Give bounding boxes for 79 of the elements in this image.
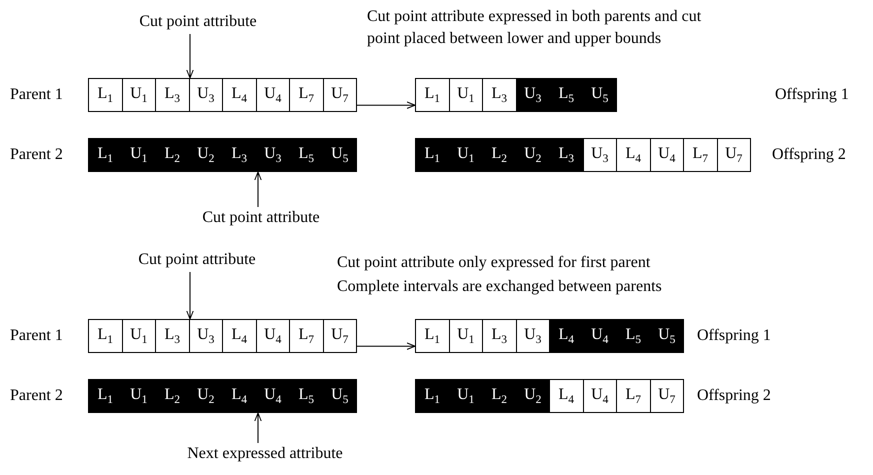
gene-cell: L$_{3}$ (155, 319, 190, 353)
shaded-gene-cell: U$_{5}$ (582, 78, 617, 112)
gene-cell: L$_{4}$ (222, 319, 256, 353)
gene-cell: U$_{1}$ (448, 78, 483, 112)
shaded-gene-cell: U$_{4}$ (256, 379, 290, 413)
row-label: Offspring 1 (775, 85, 849, 105)
row-label: Offspring 2 (697, 386, 771, 406)
gene-cell: U$_{7}$ (322, 78, 357, 112)
note-text: Cut point attribute expressed in both parents and cut point placed between lower and upper bounds (367, 7, 702, 49)
shaded-gene-cell: L$_{2}$ (482, 379, 516, 413)
gene-cell: L$_{3}$ (482, 78, 516, 112)
row-label: Parent 2 (10, 386, 63, 406)
shaded-gene-cell: L$_{1}$ (88, 379, 122, 413)
gene-cell: L$_{4}$ (549, 379, 584, 413)
gene-cell: L$_{1}$ (415, 78, 450, 112)
gene-cell: U$_{1}$ (122, 319, 156, 353)
shaded-gene-cell: U$_{1}$ (122, 379, 156, 413)
shaded-gene-cell: L$_{4}$ (222, 379, 256, 413)
shaded-gene-cell: L$_{1}$ (415, 379, 450, 413)
shaded-gene-cell: U$_{5}$ (322, 379, 357, 413)
shaded-gene-cell: U$_{5}$ (650, 319, 684, 353)
shaded-gene-cell: U$_{2}$ (188, 138, 223, 172)
gene-cell: L$_{3}$ (482, 319, 516, 353)
row-label: Parent 1 (10, 85, 63, 105)
row-label: Parent 1 (10, 326, 63, 346)
row-label: Offspring 2 (772, 145, 846, 165)
gene-cell: U$_{4}$ (256, 78, 290, 112)
shaded-gene-cell: L$_{5}$ (549, 78, 584, 112)
annotation-text: Next expressed attribute (160, 444, 370, 464)
shaded-gene-cell: L$_{2}$ (155, 138, 190, 172)
shaded-gene-cell: U$_{2}$ (516, 138, 550, 172)
annotation-text: Cut point attribute (186, 208, 336, 228)
gene-cell: U$_{7}$ (650, 379, 684, 413)
note-text: Complete intervals are exchanged between parents (337, 277, 663, 297)
gene-cell: U$_{7}$ (716, 138, 751, 172)
shaded-gene-cell: L$_{4}$ (549, 319, 584, 353)
gene-cell: L$_{1}$ (88, 319, 122, 353)
gene-cell: U$_{3}$ (188, 78, 223, 112)
shaded-gene-cell: L$_{1}$ (415, 138, 450, 172)
gene-cell: U$_{7}$ (322, 319, 357, 353)
annotation-text: Cut point attribute (118, 12, 278, 32)
gene-cell: L$_{1}$ (88, 78, 122, 112)
annotation-text: Cut point attribute (117, 250, 277, 270)
gene-cell: L$_{7}$ (616, 379, 650, 413)
gene-cell: L$_{7}$ (683, 138, 718, 172)
shaded-gene-cell: L$_{2}$ (155, 379, 190, 413)
gene-cell: U$_{3}$ (582, 138, 617, 172)
gene-cell: U$_{4}$ (582, 379, 617, 413)
shaded-gene-cell: L$_{5}$ (289, 138, 324, 172)
note-text: Cut point attribute only expressed for first parent (337, 253, 652, 273)
gene-cell: L$_{4}$ (616, 138, 650, 172)
shaded-gene-cell: U$_{1}$ (448, 138, 483, 172)
gene-cell: U$_{3}$ (188, 319, 223, 353)
gene-cell: L$_{7}$ (289, 78, 324, 112)
shaded-gene-cell: U$_{2}$ (516, 379, 550, 413)
gene-cell: U$_{4}$ (256, 319, 290, 353)
gene-cell: L$_{4}$ (222, 78, 256, 112)
shaded-gene-cell: L$_{3}$ (222, 138, 256, 172)
shaded-gene-cell: L$_{5}$ (289, 379, 324, 413)
shaded-gene-cell: U$_{4}$ (582, 319, 617, 353)
gene-cell: L$_{3}$ (155, 78, 190, 112)
gene-cell: L$_{7}$ (289, 319, 324, 353)
gene-cell: U$_{4}$ (650, 138, 684, 172)
shaded-gene-cell: U$_{2}$ (188, 379, 223, 413)
gene-cell: L$_{1}$ (415, 319, 450, 353)
row-label: Parent 2 (10, 145, 63, 165)
shaded-gene-cell: U$_{1}$ (122, 138, 156, 172)
shaded-gene-cell: U$_{3}$ (256, 138, 290, 172)
shaded-gene-cell: L$_{1}$ (88, 138, 122, 172)
shaded-gene-cell: U$_{5}$ (322, 138, 357, 172)
shaded-gene-cell: L$_{2}$ (482, 138, 516, 172)
shaded-gene-cell: L$_{5}$ (616, 319, 650, 353)
gene-cell: U$_{1}$ (122, 78, 156, 112)
shaded-gene-cell: U$_{1}$ (448, 379, 483, 413)
shaded-gene-cell: L$_{3}$ (549, 138, 584, 172)
gene-cell: U$_{3}$ (516, 319, 550, 353)
shaded-gene-cell: U$_{3}$ (516, 78, 550, 112)
gene-cell: U$_{1}$ (448, 319, 483, 353)
row-label: Offspring 1 (697, 326, 771, 346)
